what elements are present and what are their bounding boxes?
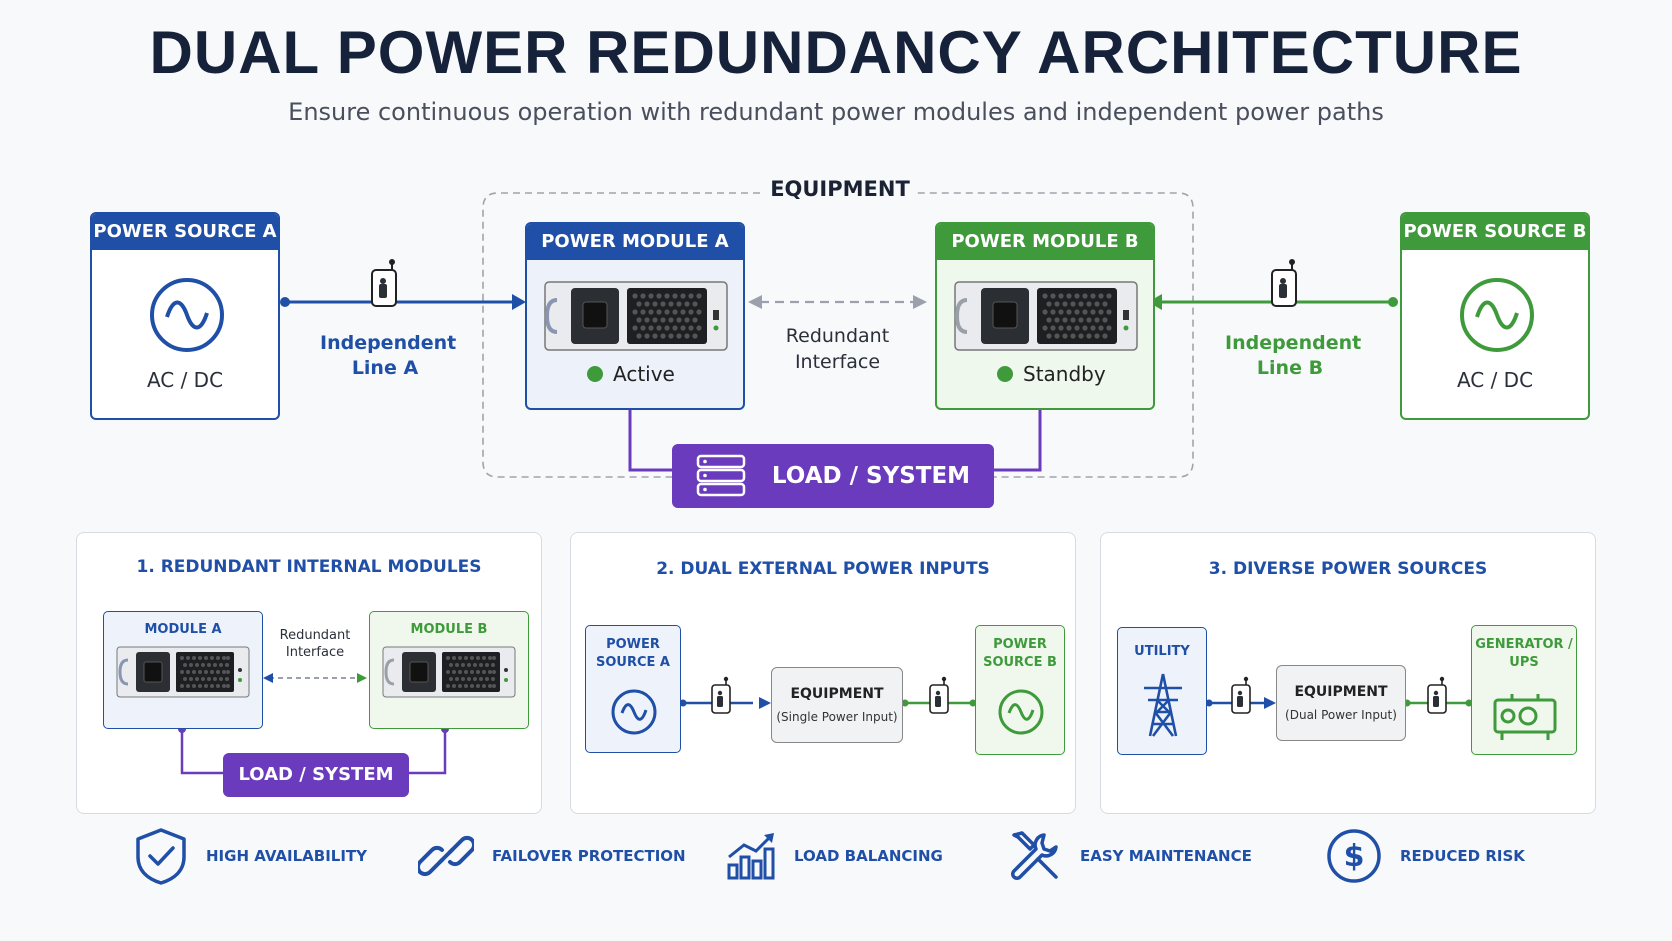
dollar-icon: $ [1327, 829, 1381, 883]
module-b-status: Standby [997, 362, 1106, 386]
equipment-label: EQUIPMENT [770, 177, 910, 201]
status-dot [587, 366, 603, 382]
panel2-source-b: POWER SOURCE B [975, 625, 1065, 755]
psu-unit-icon [116, 646, 250, 698]
panel-dual-external-inputs: 2. DUAL EXTERNAL POWER INPUTS POWER SOUR… [570, 532, 1076, 814]
benefit-failover-protection: FAILOVER PROTECTION [418, 826, 686, 886]
psu-unit-icon [544, 281, 728, 351]
psu-unit-icon [954, 281, 1138, 351]
panel2-lines [679, 676, 977, 714]
ac-dc-icon [150, 278, 224, 352]
panel3-utility: UTILITY [1117, 627, 1207, 755]
load-connector-a [628, 408, 672, 472]
power-source-b-title: POWER SOURCE B [1402, 214, 1588, 250]
ac-dc-icon [1460, 278, 1534, 352]
status-dot [997, 366, 1013, 382]
panel1-module-a: MODULE A [103, 611, 263, 729]
line-a-label: Independent Line A [320, 332, 457, 379]
power-source-a-label: AC / DC [146, 368, 224, 392]
power-module-b-card: POWER MODULE B Standby [935, 222, 1155, 410]
shield-check-icon [136, 828, 186, 885]
panel2-source-a: POWER SOURCE A [585, 625, 681, 753]
transmission-tower-icon [1144, 673, 1182, 737]
bar-chart-icon [727, 833, 775, 880]
panel-diverse-power-sources: 3. DIVERSE POWER SOURCES UTILITY [1100, 532, 1596, 814]
power-source-b-card: POWER SOURCE B AC / DC [1400, 212, 1590, 420]
benefit-reduced-risk: $ REDUCED RISK [1326, 826, 1525, 886]
power-source-b-label: AC / DC [1456, 368, 1534, 392]
plug-icon [1271, 259, 1297, 307]
line-b-label: Independent Line B [1225, 332, 1362, 379]
svg-text:$: $ [1344, 839, 1365, 874]
server-stack-icon [696, 454, 746, 497]
wrench-screwdriver-icon [1011, 831, 1058, 880]
benefit-easy-maintenance: EASY MAINTENANCE [1008, 826, 1252, 886]
redundant-interface-label: Redundant Interface [785, 325, 890, 373]
load-connector-b [994, 408, 1042, 472]
chain-link-icon [418, 835, 474, 877]
panel-redundant-internal-modules: 1. REDUNDANT INTERNAL MODULES MODULE A R… [76, 532, 542, 814]
load-system-box: LOAD / SYSTEM [672, 444, 994, 508]
plug-icon [1427, 676, 1447, 714]
page-title: DUAL POWER REDUNDANCY ARCHITECTURE [149, 19, 1523, 86]
panel2-equipment: EQUIPMENT (Single Power Input) [771, 667, 903, 743]
panel3-lines [1205, 676, 1473, 714]
power-module-b-title: POWER MODULE B [937, 224, 1153, 260]
generator-icon [1493, 694, 1557, 740]
plug-icon [929, 676, 949, 714]
psu-unit-icon [382, 646, 516, 698]
top-diagram-lines [280, 192, 1398, 478]
panel3-equipment: EQUIPMENT (Dual Power Input) [1276, 665, 1406, 741]
ac-dc-icon [611, 689, 657, 735]
ac-dc-icon [998, 689, 1044, 735]
plug-icon [711, 676, 731, 714]
page-subtitle: Ensure continuous operation with redunda… [288, 98, 1384, 126]
panel1-interface-label: Redundant Interface [279, 628, 351, 660]
plug-icon [371, 259, 397, 307]
benefit-high-availability: HIGH AVAILABILITY [134, 826, 367, 886]
panel1-module-b: MODULE B [369, 611, 529, 729]
power-module-a-title: POWER MODULE A [527, 224, 743, 260]
power-module-a-card: POWER MODULE A Active [525, 222, 745, 410]
panel3-generator-ups: GENERATOR / UPS [1471, 625, 1577, 755]
panel1-load-system: LOAD / SYSTEM [223, 753, 409, 797]
module-a-status: Active [587, 362, 675, 386]
benefit-load-balancing: LOAD BALANCING [726, 826, 943, 886]
power-source-a-title: POWER SOURCE A [92, 214, 278, 250]
plug-icon [1231, 676, 1251, 714]
power-source-a-card: POWER SOURCE A AC / DC [90, 212, 280, 420]
